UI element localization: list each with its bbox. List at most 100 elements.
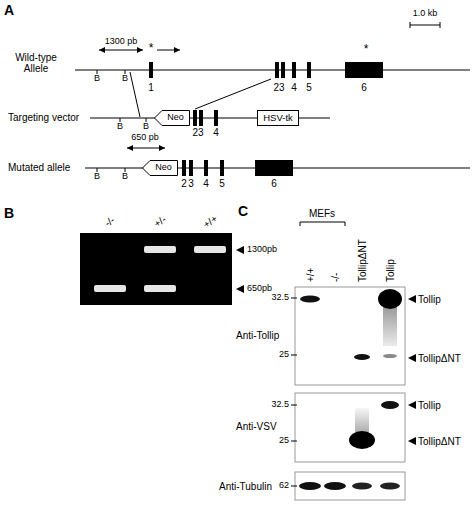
figure-label: B: [122, 74, 128, 84]
homology-line: [130, 72, 140, 117]
exon: [199, 110, 203, 126]
blot-band: [349, 431, 375, 449]
exon: [193, 110, 197, 126]
exon: [204, 160, 208, 176]
figure-label: 25: [279, 350, 289, 360]
exon: [214, 110, 218, 126]
figure-label: Tollip: [385, 259, 396, 282]
exon: [281, 62, 285, 78]
scale-bar: [410, 22, 440, 28]
figure-label: 1: [148, 82, 154, 93]
blot-band: [378, 289, 402, 309]
gel-band: [144, 246, 176, 253]
figure-label: 4: [213, 127, 219, 138]
gel-band: [144, 285, 176, 292]
blot-panel: [295, 393, 405, 462]
box-text: Neo: [149, 163, 178, 173]
figure-label: 25: [279, 436, 289, 446]
figure-label: A: [4, 3, 14, 18]
band-pointer: [408, 437, 416, 445]
gel-band: [194, 246, 226, 253]
western-blot: [291, 472, 405, 500]
figure-label: Tollip: [418, 294, 441, 305]
exon: [307, 62, 311, 78]
blot-band: [299, 482, 321, 490]
figure-label: Anti-VSV: [236, 421, 277, 432]
figure-label: Tollip: [418, 400, 441, 411]
figure-label: Wild-type Allele: [10, 52, 62, 74]
cassette-shape: [143, 161, 178, 176]
wild-type-allele: [75, 50, 470, 78]
targeting-vector: [90, 110, 330, 126]
figure-label: 6: [271, 178, 277, 189]
figure-label: B: [122, 172, 128, 182]
blot-panel: [295, 287, 405, 385]
figure-label: B: [94, 172, 100, 182]
exon: [182, 160, 186, 176]
figure-label: -/-: [103, 214, 117, 228]
figure-label: B: [94, 74, 100, 84]
allele-line: [75, 69, 470, 70]
figure-label: +/+: [305, 268, 316, 282]
figure-label: C: [238, 204, 248, 219]
figure-label: B: [4, 206, 14, 221]
pcr-gel: [80, 233, 244, 305]
blot-band: [381, 401, 399, 409]
figure-label: Mutated allele: [8, 162, 70, 173]
figure-label: 6: [361, 82, 367, 93]
exon: [292, 62, 296, 78]
exon: [345, 62, 383, 78]
band-pointer: [408, 401, 416, 409]
band-pointer: [408, 295, 416, 303]
figure-label: TollipΔNT: [418, 353, 461, 364]
box-text: HSV-tk: [258, 113, 298, 123]
figure-label: 1300 pb: [105, 37, 138, 47]
exon: [220, 160, 224, 176]
figure-label: TollipΔNT: [357, 239, 368, 282]
band-pointer: [236, 246, 244, 254]
figure-label: TollipΔNT: [418, 436, 461, 447]
mutated-allele: [85, 148, 470, 176]
figure-label: 5: [306, 82, 312, 93]
marker-tick: [291, 355, 297, 356]
marker-box: HSV-tk: [257, 110, 299, 126]
scale-tick: [410, 22, 411, 28]
band-pointer: [236, 285, 244, 293]
figure-label: 4: [291, 82, 297, 93]
blot-band: [383, 354, 397, 358]
blot-band: [324, 482, 346, 490]
gel-band: [94, 285, 126, 292]
figure-label: +/+: [201, 212, 219, 229]
blot-band: [352, 483, 372, 490]
marker-tick: [291, 298, 297, 299]
marker-tick: [291, 441, 297, 442]
figure-label: -/-: [330, 273, 341, 282]
exon: [149, 62, 153, 78]
blot-band: [300, 296, 320, 303]
figure-label: 5: [219, 178, 225, 189]
figure-label: MEFs: [309, 208, 335, 219]
figure-label: B: [117, 122, 123, 132]
figure-label: 1300pb: [247, 245, 277, 255]
figure-label: 32.5: [271, 400, 289, 410]
lane-bracket: [300, 222, 345, 226]
figure-label: 650 pb: [131, 133, 159, 143]
blot-smear: [383, 306, 397, 346]
figure-label: Anti-Tollip: [236, 330, 279, 341]
blot-panel: [295, 472, 405, 500]
figure-label: B: [143, 122, 149, 132]
blot-band: [354, 354, 370, 360]
product-arrow: [127, 148, 165, 149]
figure-label: 23: [192, 127, 203, 138]
figure-label: *: [364, 43, 369, 56]
cassette-shape: [155, 111, 190, 126]
exon: [255, 160, 293, 176]
exon: [189, 160, 193, 176]
start-arrow: [157, 50, 180, 51]
figure-label: Anti-Tubulin: [219, 481, 272, 492]
exon: [275, 62, 279, 78]
product-arrow: [99, 50, 143, 51]
blot-band: [380, 483, 400, 490]
